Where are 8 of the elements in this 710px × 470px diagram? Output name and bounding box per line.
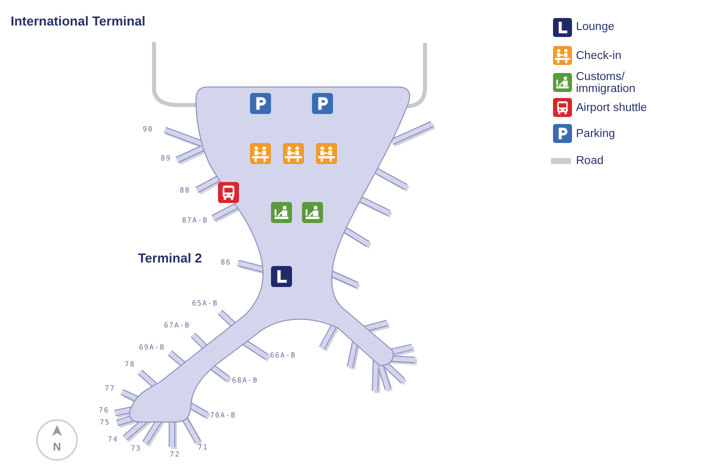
legend-label: Check-in <box>576 50 622 62</box>
legend-label: Parking <box>576 128 615 140</box>
legend-label: Road <box>576 155 604 167</box>
north-label: N <box>53 442 61 454</box>
legend-label: Customs/ immigration <box>576 71 636 95</box>
legend-label: Airport shuttle <box>576 102 647 114</box>
terminal-name: International Terminal <box>10 14 146 28</box>
legend-label: Lounge <box>576 21 614 33</box>
